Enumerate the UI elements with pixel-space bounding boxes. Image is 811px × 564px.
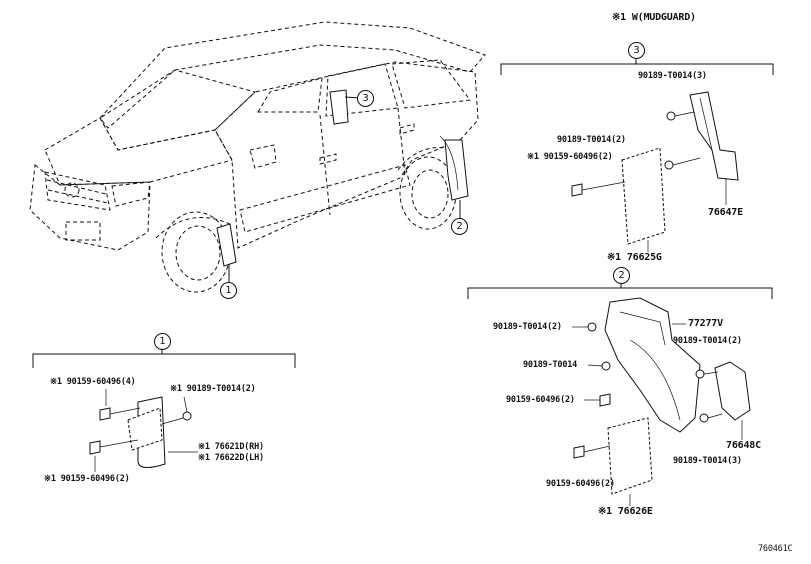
g2-screw-a-label: 90189-T0014(2) bbox=[493, 322, 562, 332]
g2-screw-b-label: 90189-T0014 bbox=[523, 360, 578, 370]
g3-guard-label: ※1 76625G bbox=[607, 252, 662, 263]
g3-bolt-label: ※1 90159-60496(2) bbox=[527, 152, 613, 162]
g2-bolt-b-label: 90159-60496(2) bbox=[546, 479, 615, 489]
g3-screw-a-label: 90189-T0014(3) bbox=[638, 71, 707, 81]
note-mudguard: ※1 W(MUDGUARD) bbox=[612, 12, 696, 23]
g2-screw-d-label: 90189-T0014(3) bbox=[673, 456, 742, 466]
group2-number: 2 bbox=[613, 267, 630, 284]
g1-guard-lh-label: ※1 76622D(LH) bbox=[198, 453, 264, 463]
callout-2: 2 bbox=[451, 218, 468, 235]
g1-bolt-a-label: ※1 90159-60496(4) bbox=[50, 377, 136, 387]
callout-1: 1 bbox=[220, 282, 237, 299]
g1-screw-label: ※1 90189-T0014(2) bbox=[170, 384, 256, 394]
group1-mudguard-front bbox=[32, 346, 296, 472]
g1-guard-rh-label: ※1 76621D(RH) bbox=[198, 442, 264, 452]
g1-bolt-b-label: ※1 90159-60496(2) bbox=[44, 474, 130, 484]
callout-3: 3 bbox=[357, 90, 374, 107]
g2-screw-c-label: 90189-T0014(2) bbox=[673, 336, 742, 346]
vehicle-illustration bbox=[29, 21, 486, 293]
g3-bracket-label: 76647E bbox=[708, 207, 743, 218]
g2-guard-label: ※1 76626E bbox=[598, 506, 653, 517]
group3-mudguard-rear bbox=[500, 57, 774, 252]
g2-bracket-label: 76648C bbox=[726, 440, 761, 451]
group2-mudguard-liner bbox=[467, 281, 773, 506]
diagram-id: 760461C bbox=[758, 544, 793, 554]
group1-number: 1 bbox=[154, 333, 171, 350]
g2-liner-label: 77277V bbox=[688, 318, 723, 329]
g3-screw-b-label: 90189-T0014(2) bbox=[557, 135, 626, 145]
group3-number: 3 bbox=[628, 42, 645, 59]
g2-bolt-a-label: 90159-60496(2) bbox=[506, 395, 575, 405]
